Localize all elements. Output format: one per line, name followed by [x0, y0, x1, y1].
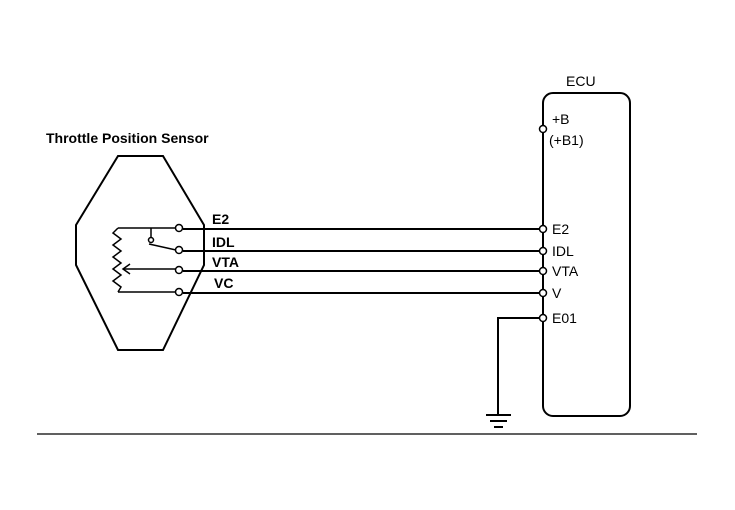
ecu-terminal-idl — [538, 246, 548, 256]
ecu-title: ECU — [566, 73, 596, 89]
ground-symbol — [486, 414, 511, 428]
sensor-pin-label-e2: E2 — [212, 211, 229, 227]
sensor-title: Throttle Position Sensor — [46, 130, 209, 146]
ecu-terminal-b — [538, 124, 548, 134]
sensor-body — [75, 155, 205, 351]
sensor-pin-label-idl: IDL — [212, 234, 235, 250]
ecu-pin-label-e2: E2 — [552, 221, 569, 237]
sensor-terminal-idl — [174, 245, 184, 255]
ecu-power-label: +B — [552, 111, 570, 127]
idl-switch-blade — [148, 243, 177, 251]
ground-wire — [497, 317, 540, 415]
sensor-terminal-vc — [174, 287, 184, 297]
ecu-terminal-vta — [538, 266, 548, 276]
ecu-terminal-e2 — [538, 224, 548, 234]
resistor-zigzag — [111, 227, 123, 293]
sensor-pin-label-vc: VC — [214, 275, 233, 291]
sensor-terminal-vta — [174, 265, 184, 275]
ecu-terminal-v — [538, 288, 548, 298]
sensor-terminal-e2 — [174, 223, 184, 233]
ecu-pin-label-v: V — [552, 285, 562, 301]
ecu-pin-label-vta: VTA — [552, 263, 579, 279]
ecu-terminal-e01 — [538, 313, 548, 323]
ecu-power-sublabel: (+B1) — [549, 132, 584, 148]
ecu-pin-label-idl: IDL — [552, 243, 574, 259]
sensor-pin-label-vta: VTA — [212, 254, 239, 270]
sensor-internal-circuit — [111, 227, 177, 293]
ecu-pin-label-e01: E01 — [552, 310, 577, 326]
